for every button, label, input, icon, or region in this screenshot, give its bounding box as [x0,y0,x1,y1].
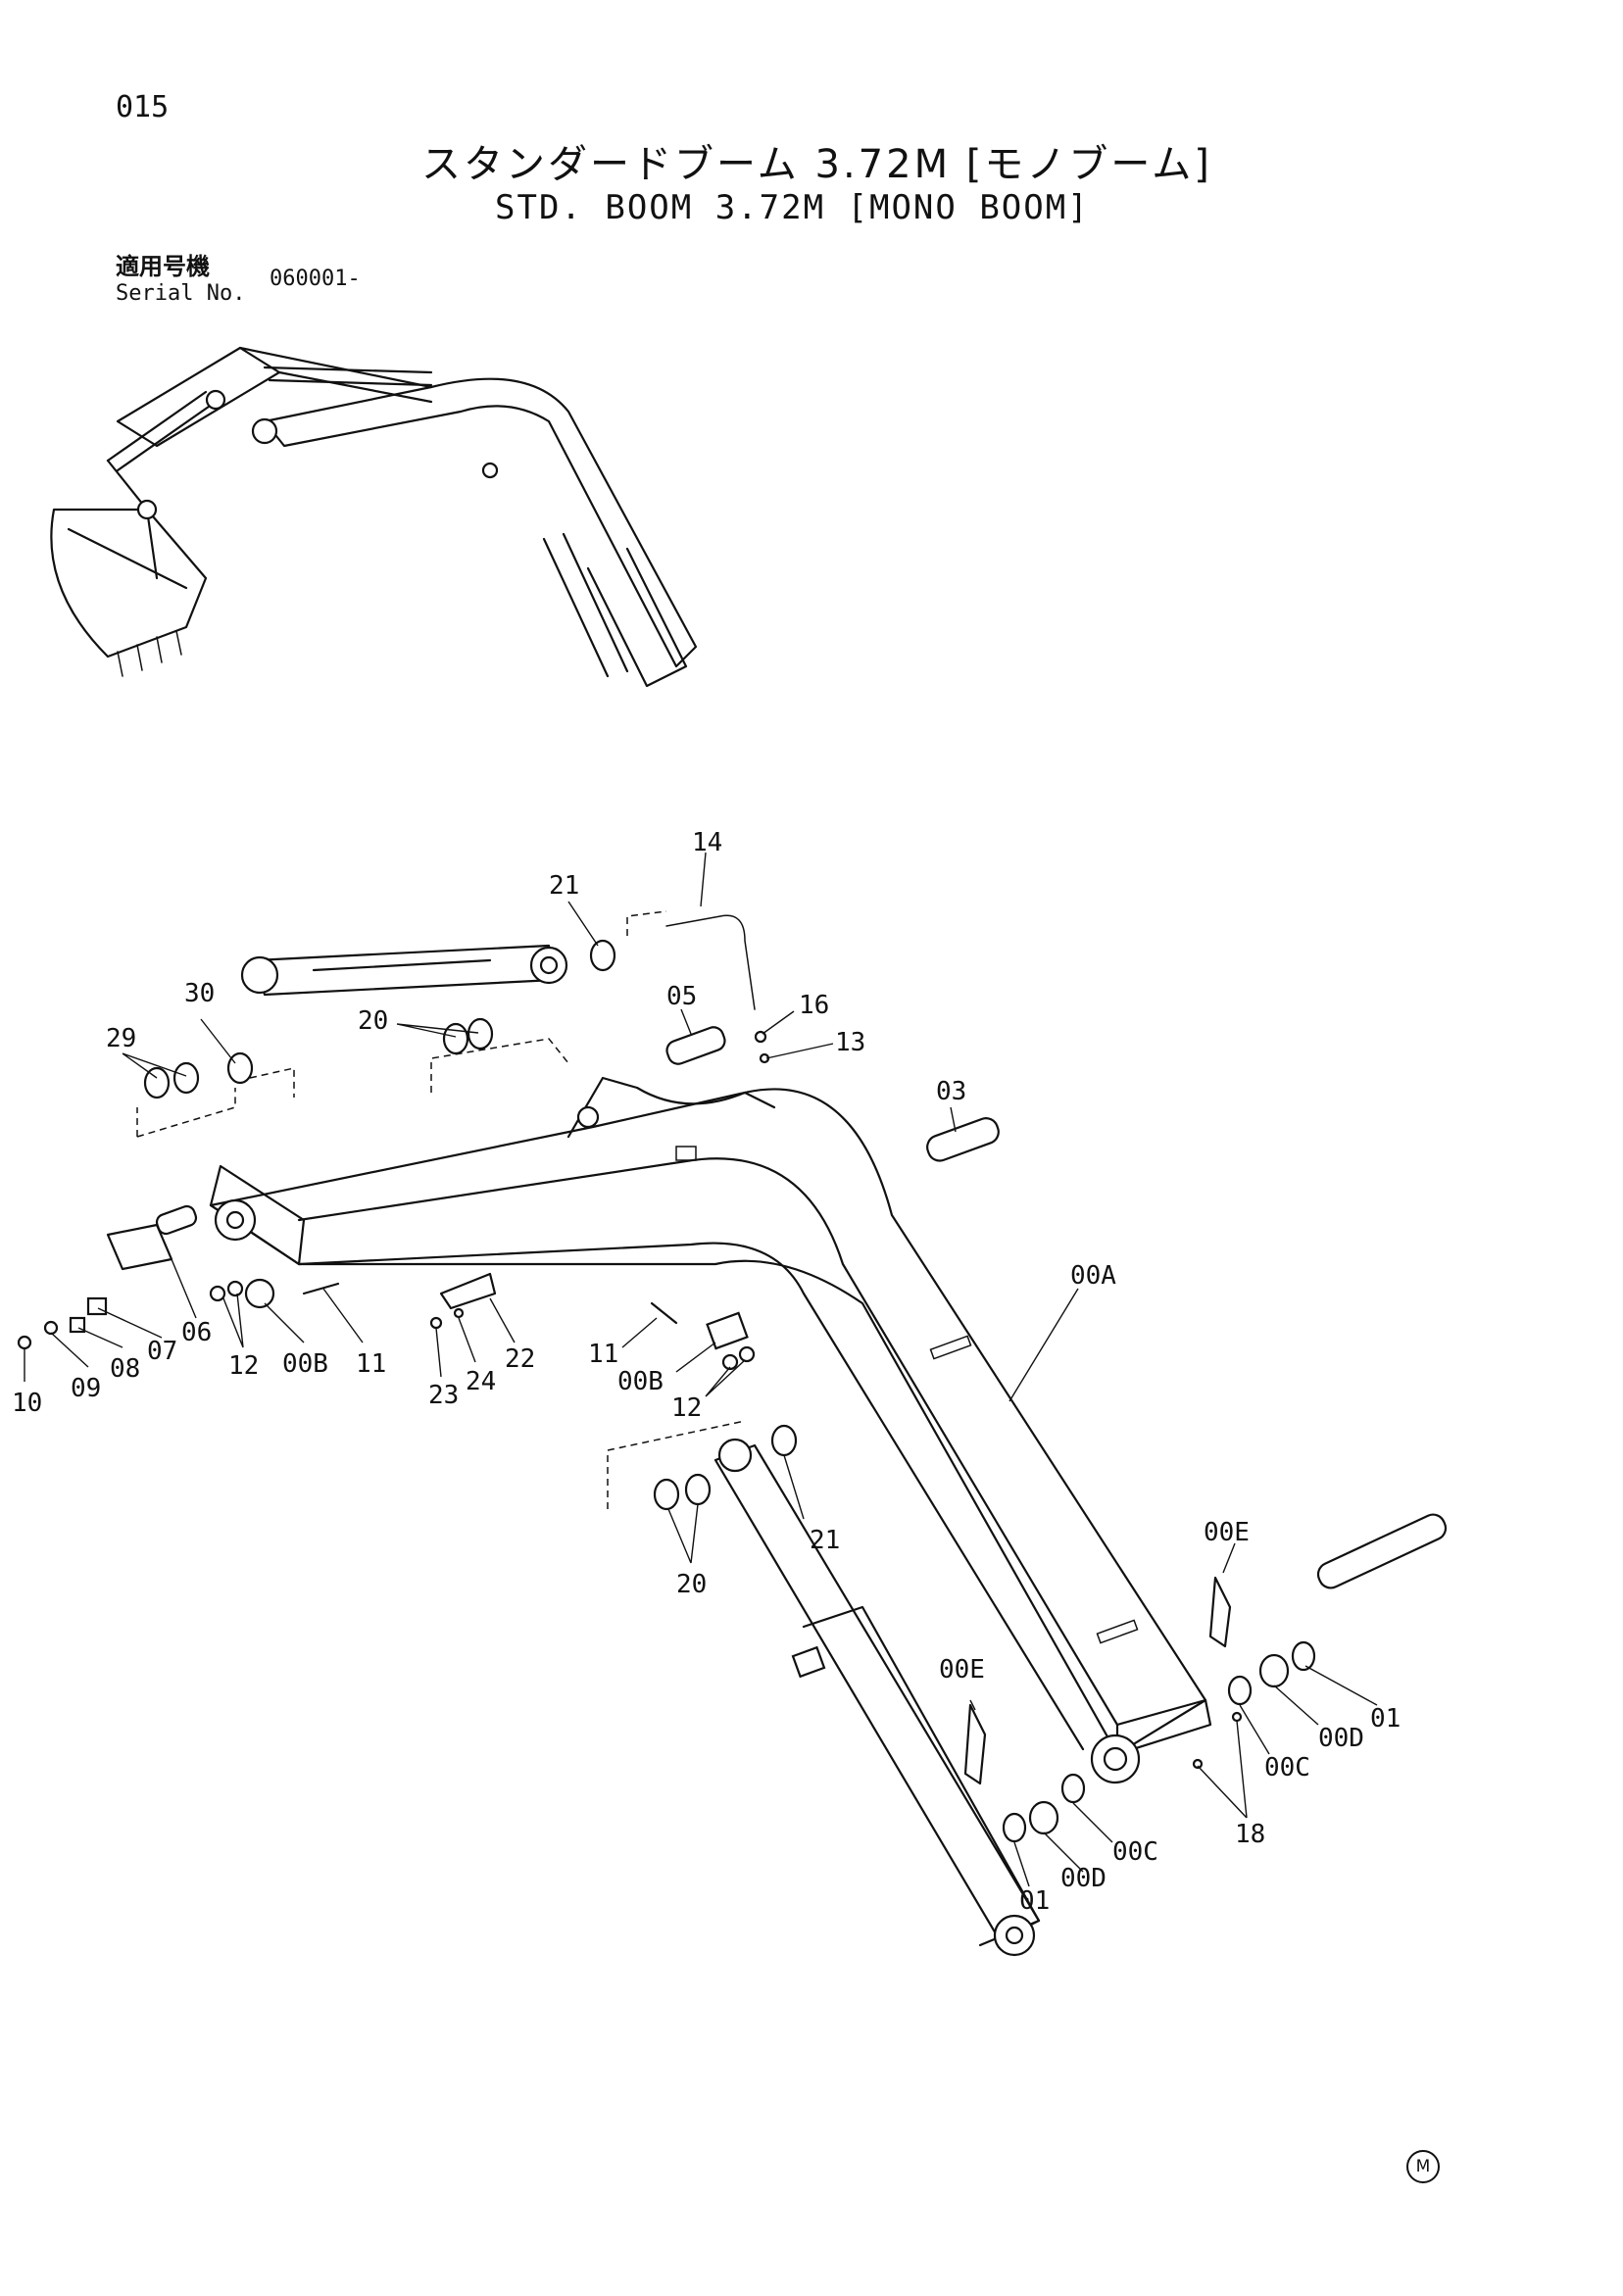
callout-08: 08 [110,1354,140,1384]
callout-30: 30 [184,979,215,1008]
callout-14: 14 [692,828,722,857]
callout-09: 09 [71,1374,101,1403]
callout-10: 10 [12,1389,42,1418]
serial-label-english: Serial No. [116,281,246,306]
callout-16: 16 [799,991,829,1020]
callout-00C: 00C [1264,1753,1310,1783]
boom-cylinder [713,1438,1041,1957]
leader-lines [24,852,1378,1887]
overview-illustration [50,346,698,688]
callout-23: 23 [428,1381,459,1410]
title-japanese: スタンダードブーム 3.72M [モノブーム] [421,142,1212,187]
boom-00A [209,1076,1212,1784]
callout-labels: 14 21 30 29 20 05 16 13 03 00A 10 09 08 … [12,828,1401,1916]
callout-21: 21 [549,871,579,901]
callout-20: 20 [358,1006,388,1036]
callout-20-second: 20 [676,1570,707,1599]
callout-24: 24 [466,1367,496,1396]
callout-12-second: 12 [671,1393,702,1423]
callout-29: 29 [106,1024,136,1053]
callout-05: 05 [666,982,697,1011]
callout-00B: 00B [282,1349,328,1379]
callout-00B-second: 00B [617,1367,664,1396]
grouping-brackets [136,910,746,1509]
callout-00A: 00A [1070,1261,1116,1291]
callout-22: 22 [505,1344,535,1374]
arm-cylinder [240,944,568,997]
callout-11: 11 [356,1349,386,1379]
callout-00D-second: 00D [1060,1864,1107,1893]
page-number: 015 [116,90,170,124]
callout-00D: 00D [1318,1724,1364,1753]
callout-06: 06 [181,1318,212,1347]
callout-00C-second: 00C [1112,1837,1158,1867]
callout-00E-second: 00E [939,1655,985,1685]
callout-13: 13 [835,1028,865,1057]
callout-21-second: 21 [810,1526,840,1555]
callout-18: 18 [1235,1820,1265,1849]
callout-07: 07 [147,1337,177,1366]
callout-12: 12 [228,1351,259,1381]
callout-03: 03 [936,1077,966,1106]
serial-label-japanese: 適用号機 [116,253,210,280]
maker-mark: M [1406,2150,1440,2183]
title-english: STD. BOOM 3.72M [MONO BOOM] [495,188,1090,227]
small-parts [17,914,1448,1843]
callout-00E: 00E [1204,1518,1250,1547]
callout-01-second: 01 [1019,1886,1050,1916]
callout-11-second: 11 [588,1340,618,1369]
callout-01: 01 [1370,1704,1401,1734]
serial-number-value: 060001- [270,267,361,291]
